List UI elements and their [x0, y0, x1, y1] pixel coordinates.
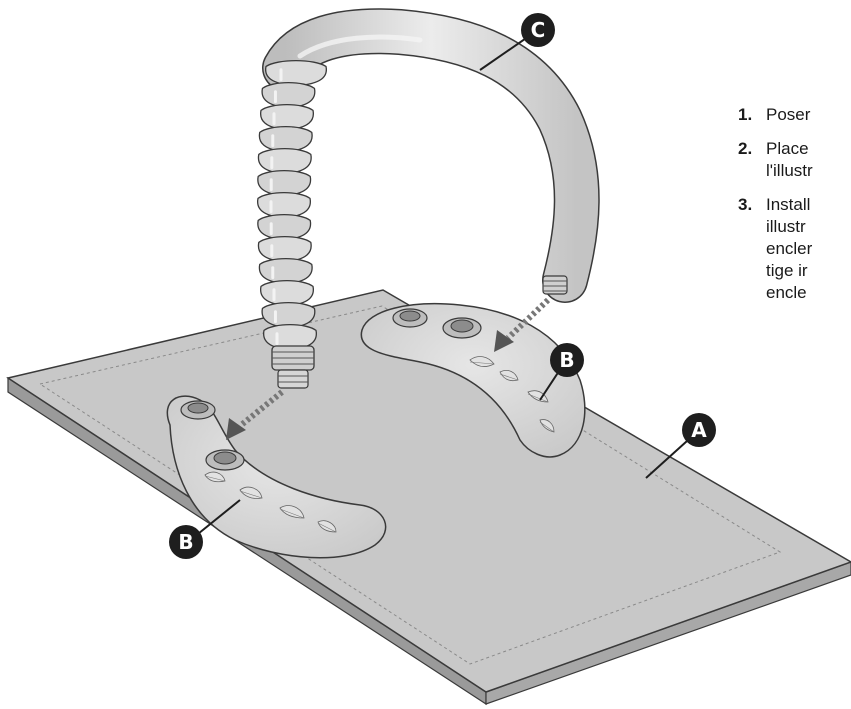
step-text: Poser — [766, 105, 811, 124]
callout-b-left: B — [169, 525, 203, 559]
connector-right — [542, 275, 568, 295]
arrow-right-insert — [494, 297, 551, 352]
step-text: encler — [766, 239, 813, 258]
step-number: 1. — [738, 105, 753, 124]
connector-left — [271, 345, 315, 389]
hose — [256, 8, 600, 389]
socket — [180, 400, 216, 420]
base-left — [166, 395, 387, 559]
arrow-left-insert — [226, 389, 284, 440]
instruction-step: 3. Install illustr encler tige ir encle — [738, 194, 851, 304]
svg-text:C: C — [531, 18, 546, 42]
step-text: illustr — [766, 217, 806, 236]
svg-text:B: B — [559, 348, 574, 372]
step-number: 3. — [738, 195, 753, 214]
hose-corrugated — [256, 60, 327, 351]
step-text: Install — [766, 195, 811, 214]
socket — [442, 317, 482, 339]
socket — [392, 308, 428, 328]
base-right — [360, 302, 586, 458]
callout-b-right: B — [550, 343, 584, 377]
mat-stitch-border — [38, 305, 782, 665]
svg-text:A: A — [691, 418, 707, 442]
instruction-step: 1. Poser — [738, 104, 851, 126]
callout-a: A — [682, 413, 716, 447]
instruction-step: 2. Place l'illustr — [738, 138, 851, 182]
mat-surface — [6, 289, 851, 693]
svg-text:B: B — [178, 530, 193, 554]
socket — [205, 449, 245, 471]
step-number: 2. — [738, 139, 753, 158]
hose-ring — [265, 60, 327, 87]
base-right-body — [360, 302, 586, 458]
step-text: tige ir — [766, 261, 808, 280]
instruction-list: 1. Poser 2. Place l'illustr 3. Install i… — [738, 104, 851, 316]
step-text: l'illustr — [766, 161, 813, 180]
callout-c: C — [521, 13, 555, 47]
step-text: encle — [766, 283, 807, 302]
step-text: Place — [766, 139, 809, 158]
